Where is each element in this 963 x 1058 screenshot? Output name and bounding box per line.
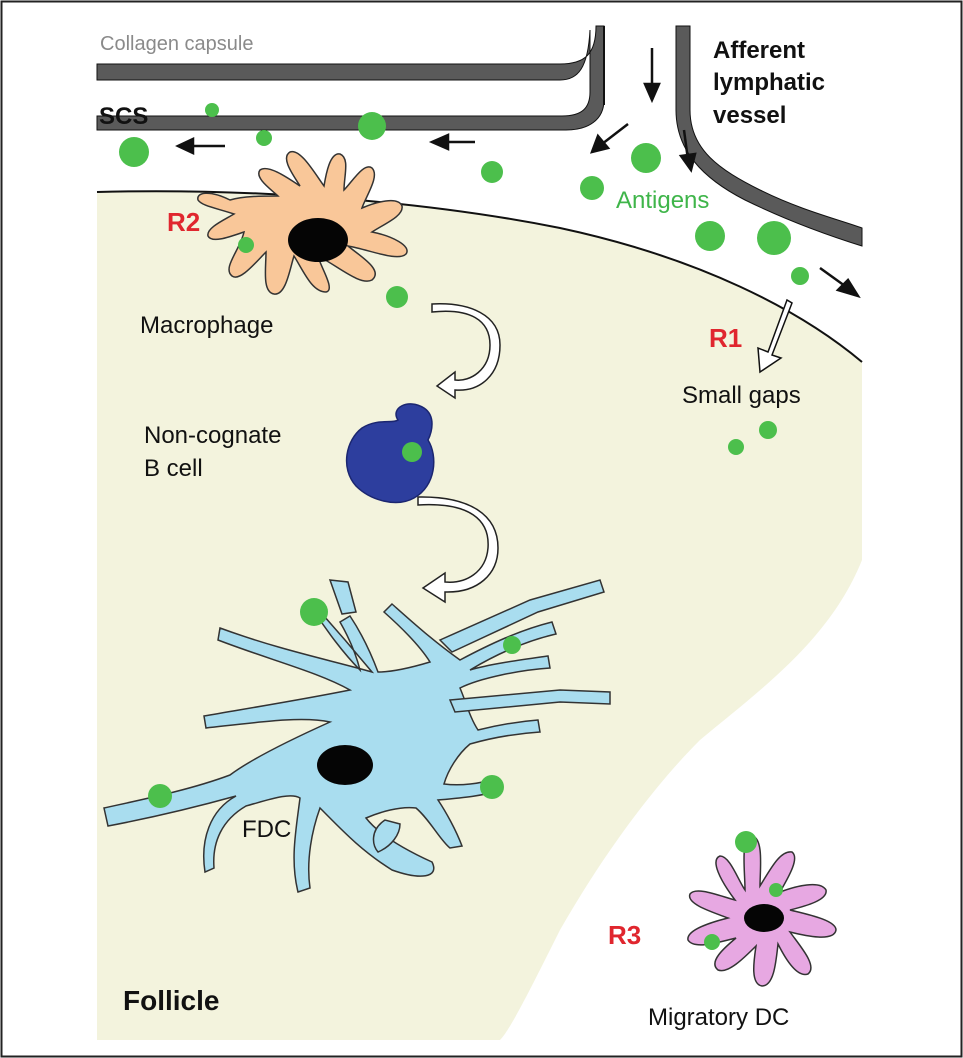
afferent-label-line2: lymphatic bbox=[713, 69, 826, 96]
route-r2-label: R2 bbox=[167, 207, 201, 237]
collagen-capsule-band bbox=[96, 25, 605, 131]
follicle-label: Follicle bbox=[123, 985, 220, 1016]
migratory-dc-label: Migratory DC bbox=[648, 1004, 790, 1031]
afferent-vessel-wall bbox=[675, 25, 863, 247]
afferent-label-line3: vessel bbox=[713, 102, 787, 129]
transfer-arrows bbox=[417, 303, 501, 604]
antigen-dot bbox=[386, 286, 408, 308]
antigen-dot bbox=[735, 831, 757, 853]
antigens-label: Antigens bbox=[616, 187, 710, 214]
afferent-label-line1: Afferent bbox=[713, 37, 806, 64]
r1-entry-arrow bbox=[757, 298, 793, 374]
macrophage-cell bbox=[197, 150, 408, 308]
route-r3-label: R3 bbox=[608, 920, 642, 950]
antigen-dot bbox=[148, 784, 172, 808]
small-gaps-label: Small gaps bbox=[682, 382, 801, 409]
scs-label: SCS bbox=[99, 103, 149, 130]
macrophage-label: Macrophage bbox=[140, 312, 274, 339]
antigen-dot bbox=[503, 636, 521, 654]
collagen-capsule-label: Collagen capsule bbox=[100, 33, 254, 55]
antigen-dot bbox=[238, 237, 254, 253]
flow-arrows bbox=[175, 48, 861, 299]
migratory-dc-cell bbox=[687, 831, 837, 987]
antigen-dot bbox=[480, 775, 504, 799]
antigen-dot bbox=[769, 883, 783, 897]
antigen-dot bbox=[704, 934, 720, 950]
free-antigens bbox=[119, 103, 809, 455]
fdc-label: FDC bbox=[242, 816, 292, 843]
antigen-dot bbox=[300, 598, 328, 626]
fdc-cell bbox=[103, 579, 611, 893]
antigen-dot bbox=[402, 442, 422, 462]
noncognate-label-line1: Non-cognate bbox=[144, 422, 282, 449]
follicle-region bbox=[97, 191, 862, 1040]
noncognate-label-line2: B cell bbox=[144, 455, 203, 482]
route-r1-label: R1 bbox=[709, 323, 743, 353]
b-cell bbox=[345, 403, 435, 504]
